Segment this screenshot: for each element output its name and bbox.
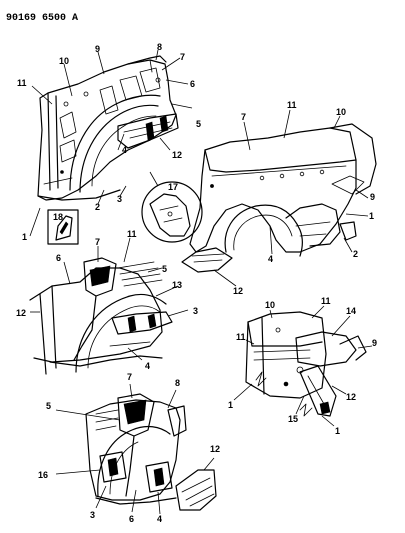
callout-b-4: 4 [268, 254, 273, 264]
callout-a-6: 6 [190, 79, 195, 89]
callout-d-1b: 1 [335, 426, 340, 436]
callout-c-11: 11 [127, 229, 137, 239]
callout-c-6: 6 [56, 253, 61, 263]
callout-a-12: 12 [172, 150, 182, 160]
callout-c-5: 5 [162, 264, 167, 274]
callout-b-1: 1 [369, 211, 374, 221]
callout-a-4: 4 [122, 145, 127, 155]
callout-e-7: 7 [127, 372, 132, 382]
callout-a-5: 5 [196, 119, 201, 129]
callouts-view-b: 7 11 10 9 1 2 4 12 [233, 100, 375, 296]
callout-a-2: 2 [95, 202, 100, 212]
callout-b-10: 10 [336, 107, 346, 117]
callout-c-12: 12 [16, 308, 26, 318]
callouts-view-e: 7 8 5 16 3 6 4 12 [38, 372, 220, 524]
callout-a-10: 10 [59, 56, 69, 66]
callout-b-2: 2 [353, 249, 358, 259]
callout-d-10: 10 [265, 300, 275, 310]
callout-d-1: 1 [228, 400, 233, 410]
callout-e-4: 4 [157, 514, 162, 524]
callouts-view-c: 6 7 11 5 13 3 12 4 [16, 229, 198, 371]
callout-a-3: 3 [117, 194, 122, 204]
callout-c-3: 3 [193, 306, 198, 316]
callout-b-12: 12 [233, 286, 243, 296]
callout-c-7: 7 [95, 237, 100, 247]
detail-17-inset [141, 171, 203, 243]
callout-e-5: 5 [46, 401, 51, 411]
callout-a-18: 18 [53, 212, 63, 222]
view-c-wheelhouse [29, 237, 189, 375]
callout-a-1: 1 [22, 232, 27, 242]
callout-d-9: 9 [372, 338, 377, 348]
callout-b-11: 11 [287, 100, 297, 110]
callout-e-16: 16 [38, 470, 48, 480]
callout-e-12: 12 [210, 444, 220, 454]
callout-d-14: 14 [346, 306, 356, 316]
callout-d-12: 12 [346, 392, 356, 402]
callout-a-17: 17 [168, 182, 178, 192]
detail-18-inset [47, 209, 79, 245]
callout-b-9: 9 [370, 192, 375, 202]
callout-e-6: 6 [129, 514, 134, 524]
callout-a-9: 9 [95, 44, 100, 54]
callout-e-3: 3 [90, 510, 95, 520]
callout-e-8: 8 [175, 378, 180, 388]
callout-d-11b: 11 [236, 332, 246, 342]
callout-a-8: 8 [157, 42, 162, 52]
drawing-code: 90169 6500 A [6, 13, 78, 24]
callout-d-15: 15 [288, 414, 298, 424]
callout-c-4: 4 [145, 361, 150, 371]
callouts-view-d: 10 11 14 9 11 1 12 15 1 [228, 296, 377, 436]
callout-b-7: 7 [241, 112, 246, 122]
view-b-quarter-panel-outer [181, 109, 377, 287]
callout-c-13: 13 [172, 280, 182, 290]
callout-a-7: 7 [180, 52, 185, 62]
callout-d-11: 11 [321, 296, 331, 306]
view-d-rear-panel [233, 305, 373, 427]
callouts-view-a: 11 10 9 8 7 6 5 4 12 3 2 1 17 18 [17, 42, 201, 242]
view-a-quarter-panel-inner [29, 49, 193, 237]
callout-a-11: 11 [17, 78, 27, 88]
view-e-lower-wheelhouse [55, 383, 217, 515]
